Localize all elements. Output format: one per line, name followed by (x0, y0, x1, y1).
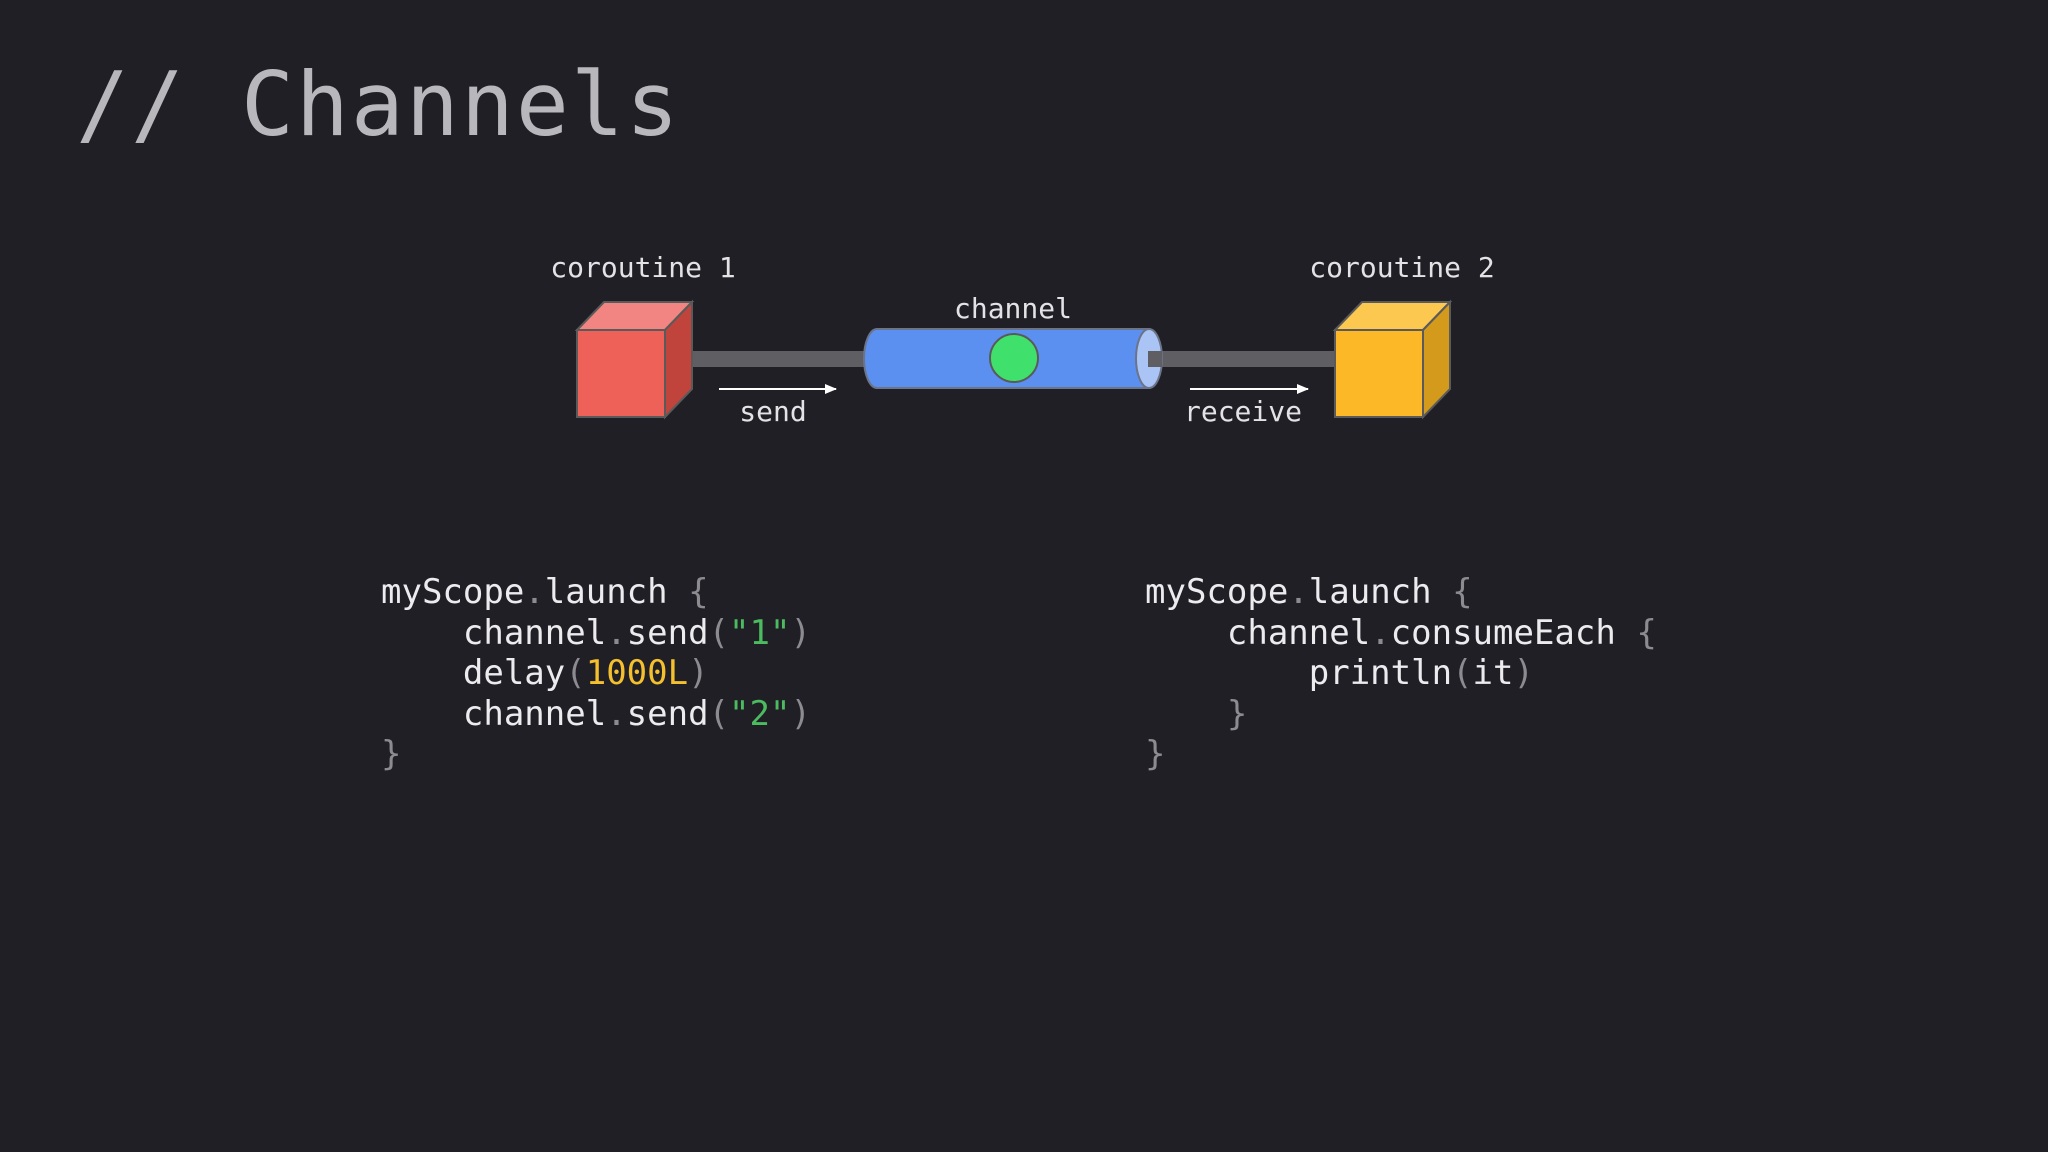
channel-label: channel (954, 292, 1072, 325)
pipe-right (1150, 351, 1340, 367)
code-token: "2" (729, 693, 791, 734)
code-token: ( (1452, 653, 1473, 693)
code-token: ) (790, 693, 811, 734)
code-token (381, 694, 463, 734)
code-token: { (1636, 612, 1657, 653)
code-line: } (1145, 734, 1657, 775)
producer-code-block: myScope.launch { channel.send("1") delay… (381, 572, 811, 775)
code-token: } (1226, 693, 1248, 734)
coroutine-2-cube (1332, 299, 1453, 420)
code-line: channel.send("2") (381, 694, 811, 735)
code-token (1145, 613, 1227, 653)
coroutine-2-label: coroutine 2 (1309, 251, 1494, 284)
code-token: send (626, 693, 709, 734)
coroutine-1-cube-front (576, 329, 666, 418)
code-line: } (381, 734, 811, 775)
code-token (668, 572, 688, 612)
code-token: . (1288, 572, 1309, 612)
code-token: "1" (729, 612, 791, 653)
code-line: } (1145, 694, 1657, 735)
code-token: ) (688, 653, 709, 693)
code-token: ( (565, 653, 586, 693)
code-token: delay (462, 653, 566, 693)
code-token: } (381, 734, 402, 774)
code-token: { (1452, 572, 1473, 612)
coroutine-1-label: coroutine 1 (550, 251, 735, 284)
code-line: myScope.launch { (1145, 572, 1657, 613)
slide-title: // Channels (76, 53, 681, 156)
coroutine-1-cube (574, 299, 695, 420)
pipe-right-entry (1148, 351, 1162, 367)
code-line: channel.consumeEach { (1145, 613, 1657, 654)
code-token: myScope (381, 572, 525, 612)
code-line: println(it) (1145, 653, 1657, 694)
send-label: send (739, 395, 806, 428)
code-token: ( (708, 612, 730, 653)
code-token: . (1370, 612, 1391, 653)
code-token (381, 653, 463, 693)
coroutine-2-cube-front (1334, 329, 1424, 418)
code-line: delay(1000L) (381, 653, 811, 694)
code-token: println (1308, 653, 1453, 693)
code-token: ( (708, 693, 730, 734)
code-token: 1000L (585, 653, 689, 693)
code-token: . (606, 693, 627, 734)
receive-label: receive (1184, 395, 1302, 428)
pipe-left (668, 351, 880, 367)
code-token (1145, 653, 1309, 693)
code-token: launch (544, 572, 668, 612)
code-token (381, 613, 463, 653)
channel-item (989, 333, 1039, 383)
code-token (1616, 613, 1636, 653)
code-token: channel (1226, 612, 1371, 653)
code-token: consumeEach (1390, 612, 1616, 653)
code-token: channel (462, 612, 607, 653)
consumer-code-block: myScope.launch { channel.consumeEach { p… (1145, 572, 1657, 775)
code-token: ) (1513, 653, 1534, 693)
code-token: { (688, 572, 709, 612)
code-token: } (1145, 734, 1166, 774)
code-token: launch (1308, 572, 1432, 612)
code-token: myScope (1145, 572, 1289, 612)
code-token: ) (790, 612, 811, 653)
code-token: . (524, 572, 545, 612)
code-line: channel.send("1") (381, 613, 811, 654)
code-token: . (606, 612, 627, 653)
code-token (1145, 694, 1227, 734)
code-line: myScope.launch { (381, 572, 811, 613)
code-token: channel (462, 693, 607, 734)
code-token: send (626, 612, 709, 653)
code-token: it (1472, 653, 1514, 693)
channel-tube (863, 328, 1163, 389)
code-token (1432, 572, 1452, 612)
